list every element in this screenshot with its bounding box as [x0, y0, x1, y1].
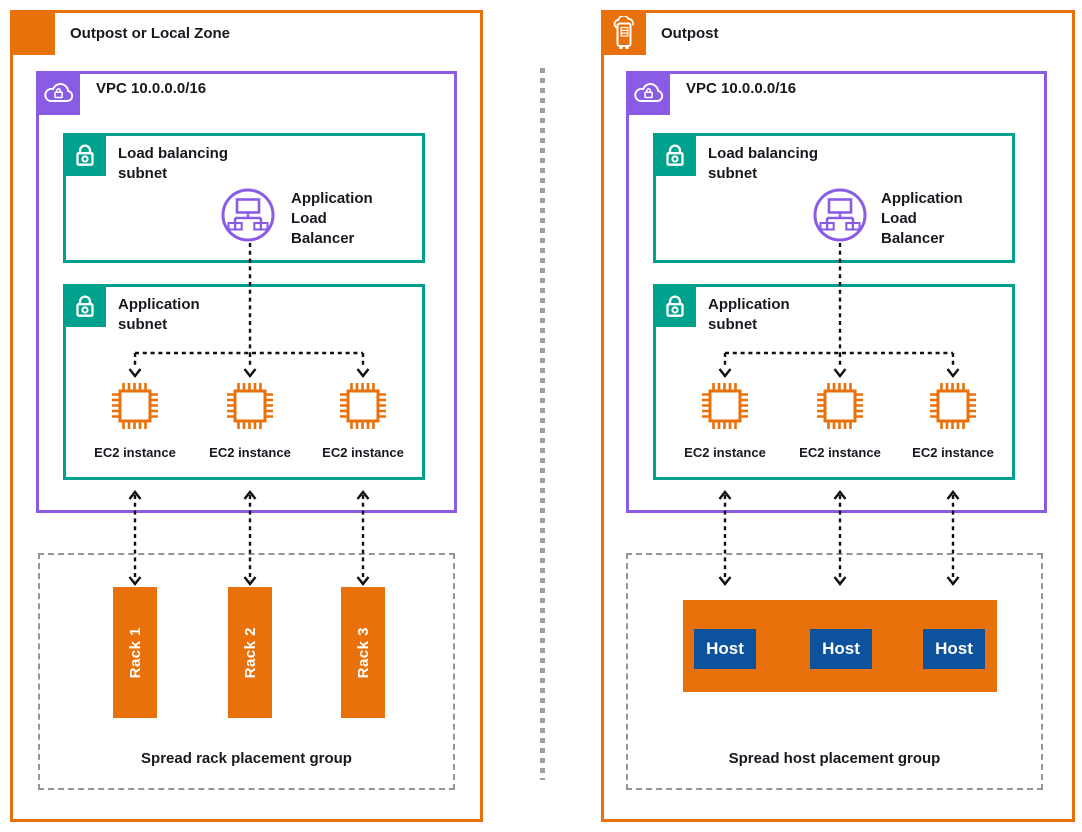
ec2-instance-icon [107, 378, 163, 434]
application-load-balancer-icon [220, 187, 276, 243]
rack-label: Rack 1 [126, 626, 144, 679]
cloud-lock-glyph [44, 83, 74, 102]
vpc-cloud-lock-icon [36, 71, 80, 115]
ec2-instance-label: EC2 instance [799, 445, 881, 460]
rack-label: Rack 2 [241, 626, 259, 679]
application-load-balancer-label: Application Load Balancer [291, 190, 373, 247]
panel-title: Outpost or Local Zone [70, 25, 230, 42]
subnet-lock-icon [653, 133, 696, 176]
subnet-lock-icon [63, 133, 106, 176]
host-3: Host [923, 629, 985, 669]
placement-group-caption: Spread rack placement group [141, 750, 352, 767]
application-subnet-box [63, 284, 425, 480]
host-1: Host [694, 629, 756, 669]
panel-title: Outpost [661, 25, 719, 42]
placement-group-caption: Spread host placement group [728, 750, 941, 767]
ec2-instance-icon [335, 378, 391, 434]
ec2-instance-label: EC2 instance [94, 445, 176, 460]
host-label: Host [822, 639, 860, 658]
ec2-instance-icon [222, 378, 278, 434]
application-subnet-label: Application subnet [118, 296, 200, 333]
cloud-lock-glyph [634, 83, 664, 102]
load-balancing-subnet-box [653, 133, 1015, 263]
outposts-glyph [613, 15, 634, 49]
outpost-panel: Outpost VPC 10.0.0.0/16 Load balancing s… [601, 10, 1075, 822]
outposts-rack-icon [601, 10, 646, 55]
ec2-instance-label: EC2 instance [322, 445, 404, 460]
subnet-lock-icon [653, 284, 696, 327]
application-subnet-box [653, 284, 1015, 480]
lock-glyph [665, 144, 684, 166]
ec2-instance-icon [812, 378, 868, 434]
load-balancing-subnet-label: Load balancing subnet [708, 145, 819, 182]
load-balancing-subnet-box [63, 133, 425, 263]
application-subnet-label: Application subnet [708, 296, 790, 333]
application-load-balancer-icon [812, 187, 868, 243]
lock-glyph [75, 295, 94, 317]
vpc-label: VPC 10.0.0.0/16 [96, 80, 207, 97]
host-label: Host [706, 639, 744, 658]
rack-1: Rack 1 [113, 587, 157, 718]
ec2-instance-label: EC2 instance [684, 445, 766, 460]
subnet-lock-icon [63, 284, 106, 327]
vpc-label: VPC 10.0.0.0/16 [686, 80, 797, 97]
host-2: Host [810, 629, 872, 669]
lock-glyph [665, 295, 684, 317]
ec2-instance-label: EC2 instance [912, 445, 994, 460]
rack-label: Rack 3 [354, 626, 372, 679]
load-balancing-subnet-label: Load balancing subnet [118, 145, 229, 182]
application-load-balancer-label: Application Load Balancer [881, 190, 963, 247]
outpost-local-zone-icon [10, 10, 55, 55]
lock-glyph [75, 144, 94, 166]
host-label: Host [935, 639, 973, 658]
rack-3: Rack 3 [341, 587, 385, 718]
ec2-instance-label: EC2 instance [209, 445, 291, 460]
ec2-instance-icon [697, 378, 753, 434]
divider-dotted-line [540, 68, 545, 780]
rack-2: Rack 2 [228, 587, 272, 718]
vpc-cloud-lock-icon [626, 71, 670, 115]
outpost-or-local-zone-panel: Outpost or Local Zone VPC 10.0.0.0/16 Lo… [10, 10, 483, 822]
ec2-instance-icon [925, 378, 981, 434]
